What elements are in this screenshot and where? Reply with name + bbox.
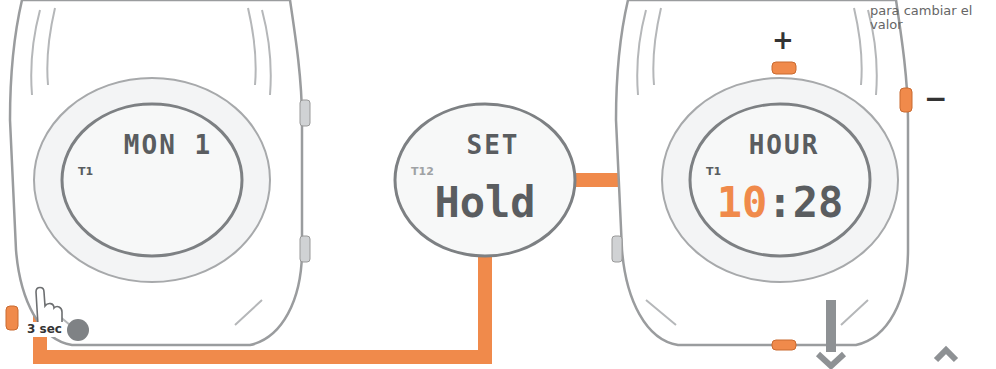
- mode-indicator: T1: [78, 166, 93, 178]
- display-outline: [60, 102, 244, 258]
- watch-display: HOUR 10:28: [688, 102, 872, 258]
- lcd-text: HOUR: [749, 132, 820, 158]
- minus-sign: −: [924, 84, 947, 115]
- lcd-text: Hold: [434, 182, 535, 224]
- left-watch-body: [6, 0, 310, 345]
- mode-indicator: T12: [411, 166, 434, 178]
- lcd-text: 10: [717, 182, 768, 224]
- watch-display: SET Hold: [393, 102, 577, 258]
- navigation-arrows: [818, 300, 956, 366]
- right-watch-body: [612, 0, 912, 350]
- display-outline: [393, 102, 577, 258]
- lcd-text: MON 1: [124, 132, 212, 158]
- duration-label: 3 sec: [24, 322, 65, 337]
- lcd-text: :28: [767, 182, 843, 224]
- lcd-text: SET: [467, 132, 520, 158]
- mode-indicator: T1: [706, 166, 721, 178]
- display-outline: [688, 102, 872, 258]
- watch-display: MON 1: [60, 102, 244, 258]
- plus-sign: +: [772, 26, 794, 55]
- instruction-note: para cambiar el valor: [870, 4, 980, 33]
